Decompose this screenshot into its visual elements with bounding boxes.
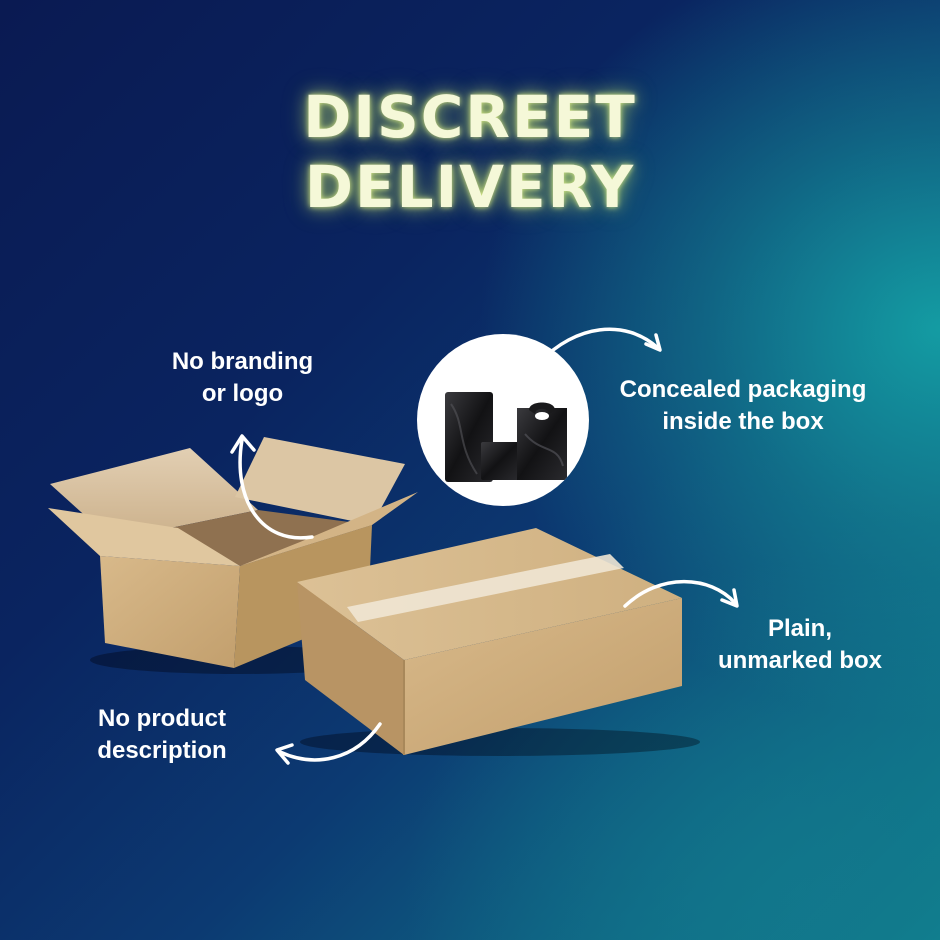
curved-arrow-icon — [278, 722, 382, 762]
black-pouches-image — [445, 392, 567, 482]
headline-line-1: DISCREET — [303, 83, 637, 151]
arrow-head-right-bottom — [720, 588, 739, 608]
packaging-label-line-2: inside the box — [662, 408, 824, 435]
plain-box-label-line-2: unmarked box — [717, 647, 883, 674]
curved-arrow-icon — [238, 438, 314, 540]
arrow-head-up — [230, 434, 256, 454]
product-description-label-line-1: No product — [98, 705, 226, 732]
curved-arrow-icon — [623, 579, 737, 608]
product-description-label: No product description — [82, 703, 242, 767]
packaging-label: Concealed packaging inside the box — [598, 374, 888, 438]
arrow-head-right-top — [644, 333, 662, 352]
closed-cardboard-box — [297, 528, 700, 756]
plain-box-label: Plain, unmarked box — [702, 613, 898, 677]
concealed-packaging-circle — [417, 334, 589, 506]
headline-line-2: DELIVERY — [304, 153, 636, 221]
arrow-head-left — [275, 743, 294, 765]
branding-label-line-1: No branding — [171, 348, 314, 375]
branding-label: No branding or logo — [160, 346, 325, 410]
product-description-label-line-2: description — [97, 737, 227, 764]
packaging-label-line-1: Concealed packaging — [619, 376, 867, 403]
branding-label-line-2: or logo — [201, 380, 284, 407]
plain-box-label-line-1: Plain, — [767, 615, 833, 642]
